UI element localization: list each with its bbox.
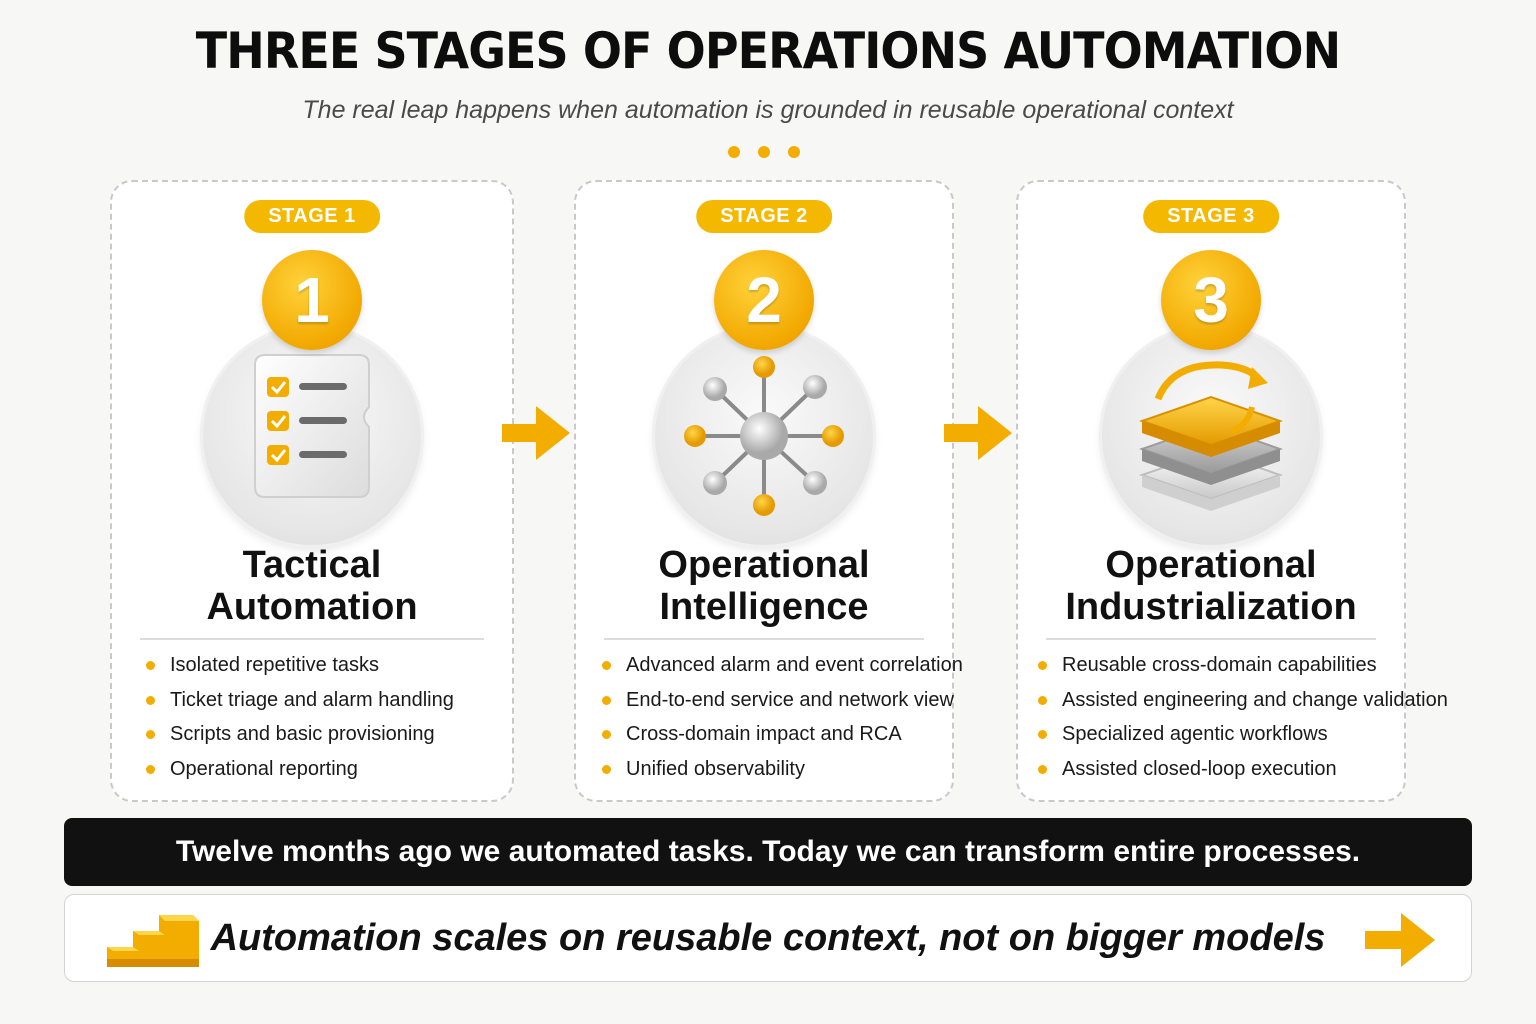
stage-card-1: STAGE 1 1 Tactical Automation Isolated r…: [110, 180, 514, 802]
stage-badge: STAGE 1: [244, 200, 380, 233]
banner-text: Twelve months ago we automated tasks. To…: [175, 835, 1361, 868]
tagline-text: Automation scales on reusable context, n…: [210, 916, 1326, 959]
stage-bullets: Isolated repetitive tasks Ticket triage …: [146, 648, 502, 786]
divider: [140, 638, 484, 640]
arrow-right-icon: [502, 406, 570, 460]
list-item: Reusable cross-domain capabilities: [1038, 648, 1400, 683]
stairs-icon: [107, 915, 199, 967]
stage-number: 1: [262, 250, 362, 350]
list-item: Isolated repetitive tasks: [146, 648, 502, 683]
arrow-right-icon: [944, 406, 1012, 460]
list-item: Unified observability: [602, 752, 942, 787]
list-item: End-to-end service and network view: [602, 683, 954, 718]
stage-title: Operational Intelligence: [658, 544, 870, 628]
list-item: Scripts and basic provisioning: [146, 717, 502, 752]
headline-banner: Twelve months ago we automated tasks. To…: [64, 818, 1472, 886]
list-item: Assisted engineering and change validati…: [1038, 683, 1448, 718]
stage-number: 3: [1161, 250, 1261, 350]
tagline-bar: Automation scales on reusable context, n…: [64, 894, 1472, 982]
stage-card-2: STAGE 2 2: [574, 180, 963, 802]
list-item: Operational reporting: [146, 752, 502, 787]
stage-badge: STAGE 3: [1143, 200, 1279, 233]
layered-cycle-icon: [1102, 327, 1320, 545]
list-item: Advanced alarm and event correlation: [602, 648, 963, 683]
stage-title: Operational Industrialization: [1065, 544, 1357, 628]
checklist-icon: [203, 327, 421, 545]
divider: [604, 638, 924, 640]
list-item: Cross-domain impact and RCA: [602, 717, 942, 752]
network-hub-icon: [655, 327, 873, 545]
stage-title: Tactical Automation: [206, 544, 418, 628]
page-subtitle: The real leap happens when automation is…: [302, 96, 1234, 124]
list-item: Ticket triage and alarm handling: [146, 683, 502, 718]
decorative-dots: [728, 146, 800, 158]
stage-number: 2: [714, 250, 814, 350]
divider: [1046, 638, 1376, 640]
arrow-right-icon: [1365, 913, 1435, 967]
list-item: Specialized agentic workflows: [1038, 717, 1400, 752]
stage-bullets: Reusable cross-domain capabilities Assis…: [1038, 648, 1448, 787]
stage-bullets: Advanced alarm and event correlation End…: [602, 648, 963, 787]
stage-card-3: STAGE 3 3 Operational Industrialization …: [1016, 180, 1448, 802]
list-item: Assisted closed-loop execution: [1038, 752, 1400, 787]
page-title: THREE STAGES OF OPERATIONS AUTOMATION: [195, 22, 1341, 80]
stage-badge: STAGE 2: [696, 200, 832, 233]
